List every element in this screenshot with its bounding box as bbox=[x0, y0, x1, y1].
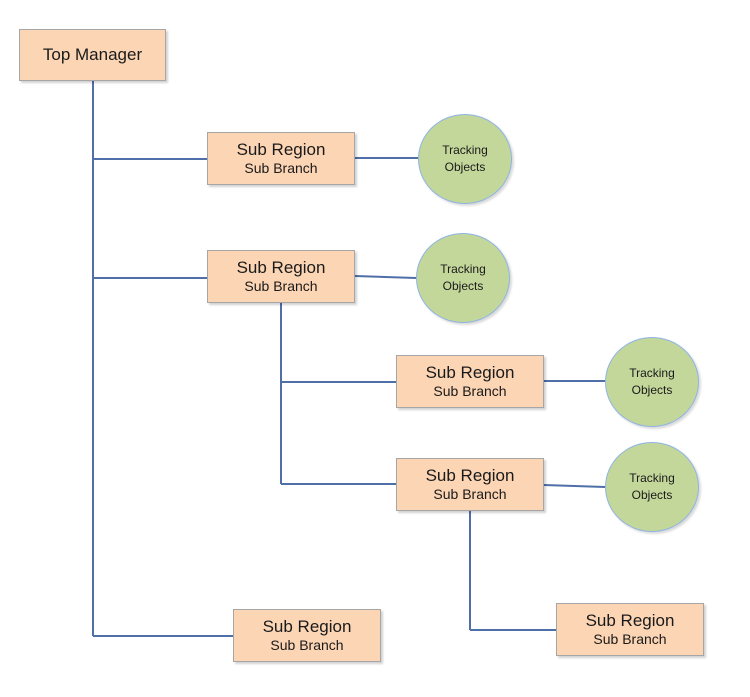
sub-region-title: Sub Region bbox=[425, 466, 515, 485]
sub-branch-label: Sub Branch bbox=[270, 637, 344, 653]
tracking-line1: Tracking bbox=[629, 471, 675, 485]
sub-region-box-6: Sub Region Sub Branch bbox=[233, 609, 381, 662]
top-manager-box: Top Manager bbox=[19, 29, 166, 81]
tracking-line2: Objects bbox=[631, 488, 673, 502]
tracking-line2: Objects bbox=[444, 160, 486, 174]
tracking-line1: Tracking bbox=[442, 143, 488, 157]
sub-region-box-4: Sub Region Sub Branch bbox=[396, 458, 544, 511]
tracking-objects-circle-1: Tracking Objects bbox=[418, 114, 512, 204]
sub-region-title: Sub Region bbox=[585, 611, 675, 630]
sub-region-box-5: Sub Region Sub Branch bbox=[556, 603, 704, 656]
sub-region-box-1: Sub Region Sub Branch bbox=[207, 132, 355, 185]
connector-region-4-tracking bbox=[543, 484, 606, 488]
sub-branch-label: Sub Branch bbox=[433, 383, 507, 399]
top-manager-label: Top Manager bbox=[42, 45, 143, 64]
sub-region-title: Sub Region bbox=[425, 363, 515, 382]
sub-region-box-3: Sub Region Sub Branch bbox=[396, 355, 544, 408]
sub-branch-label: Sub Branch bbox=[433, 486, 507, 502]
sub-branch-label: Sub Branch bbox=[593, 631, 667, 647]
sub-branch-label: Sub Branch bbox=[244, 160, 318, 176]
sub-region-title: Sub Region bbox=[236, 258, 326, 277]
tracking-line2: Objects bbox=[631, 383, 673, 397]
tracking-objects-circle-4: Tracking Objects bbox=[605, 442, 699, 532]
sub-region-title: Sub Region bbox=[262, 617, 352, 636]
sub-region-title: Sub Region bbox=[236, 140, 326, 159]
tracking-objects-circle-2: Tracking Objects bbox=[416, 233, 510, 323]
sub-branch-label: Sub Branch bbox=[244, 278, 318, 294]
tracking-objects-circle-3: Tracking Objects bbox=[605, 337, 699, 427]
sub-region-box-2: Sub Region Sub Branch bbox=[207, 250, 355, 303]
connector-region-2-tracking bbox=[354, 275, 417, 279]
tracking-line1: Tracking bbox=[440, 262, 486, 276]
tracking-line1: Tracking bbox=[629, 366, 675, 380]
tracking-line2: Objects bbox=[442, 279, 484, 293]
